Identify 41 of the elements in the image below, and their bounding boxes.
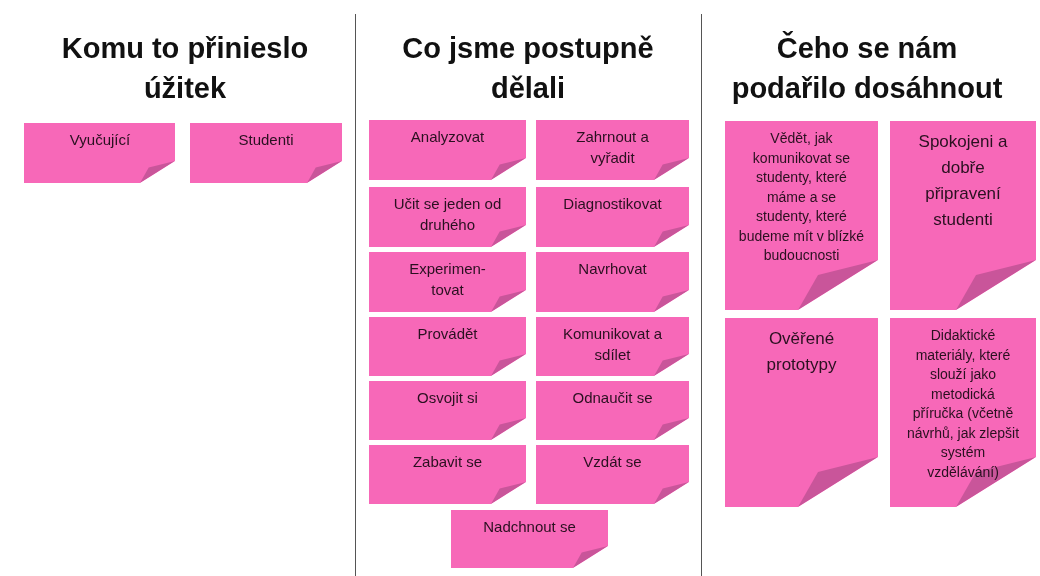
note-text: Vědět, jak komunikovat se studenty, které máme a se studenty, které budeme mít v blízké budoucnosti (737, 129, 866, 265)
note-text: Analyzovat (409, 127, 486, 147)
sticky-note (369, 381, 526, 440)
note-text: Vzdát se (582, 452, 643, 472)
sticky-note (536, 317, 689, 376)
note-text: Provádět (416, 324, 479, 344)
note-text: Studenti (237, 130, 295, 150)
note-text: Ověřené prototypy (765, 328, 838, 376)
column-heading: Komu to přinieslo úžitek (60, 31, 310, 106)
note-text: Učit se jeden od druhého (392, 194, 503, 235)
sticky-note (451, 510, 608, 568)
sticky-note (890, 121, 1036, 310)
note-text: Experimen- tovat (408, 259, 487, 300)
column-heading: Co jsme postupně dělali (401, 31, 655, 106)
sticky-note (369, 187, 526, 247)
sticky-note (890, 318, 1036, 507)
note-text: Komunikovat a sdílet (562, 324, 663, 365)
note-text: Didaktické materiály, které slouží jako metodická příručka (včetně návrhů, jak zlepšit systém vzdělávání) (905, 326, 1021, 482)
note-text: Zahrnout a vyřadit (575, 127, 650, 168)
sticky-note (24, 123, 175, 183)
sticky-note (725, 318, 878, 507)
note-text: Diagnostikovat (562, 194, 663, 214)
sticky-note (369, 317, 526, 376)
sticky-note (725, 121, 878, 310)
sticky-note (369, 252, 526, 312)
column-heading: Čeho se nám podařilo dosáhnout (730, 30, 1004, 106)
note-text: Vyučující (68, 130, 132, 150)
note-text: Spokojeni a dobře připravení studenti (918, 131, 1008, 231)
sticky-note (536, 120, 689, 180)
sticky-note (190, 123, 342, 183)
note-text: Osvojit si (416, 388, 479, 408)
sticky-note (369, 445, 526, 504)
note-text: Odnaučit se (571, 388, 654, 408)
note-text: Navrhovat (577, 259, 648, 279)
sticky-note (536, 445, 689, 504)
note-text: Zabavit se (411, 452, 484, 472)
note-text: Nadchnout se (482, 517, 577, 537)
sticky-note (536, 187, 689, 247)
sticky-note (536, 252, 689, 312)
sticky-note (536, 381, 689, 440)
sticky-note (369, 120, 526, 180)
